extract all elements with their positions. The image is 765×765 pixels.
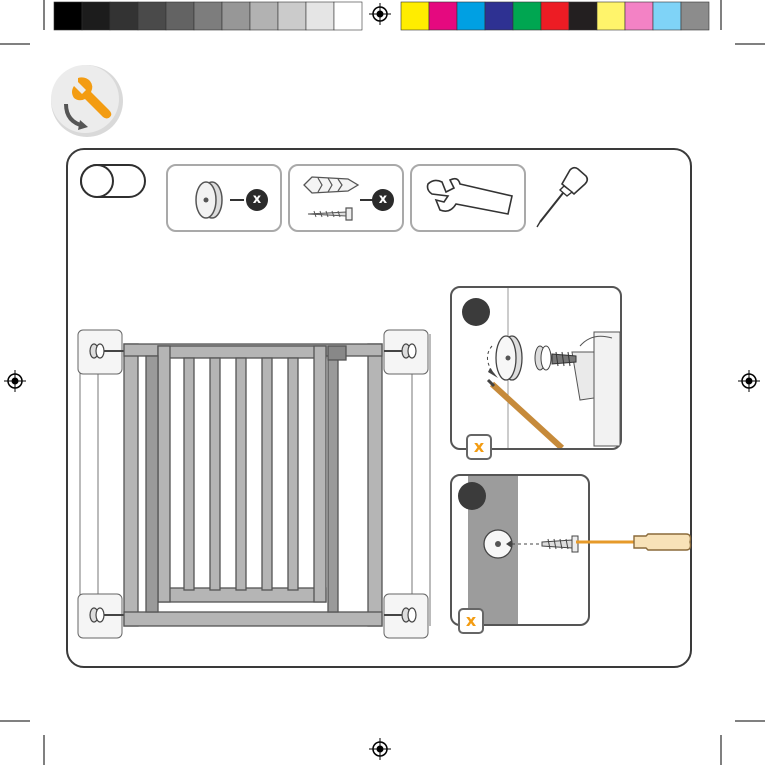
quantity-badge: x (246, 189, 268, 211)
tools-badge (48, 62, 126, 140)
screwdriver-icon (574, 528, 692, 558)
quantity-badge: x (372, 189, 394, 211)
screw-icon (306, 206, 356, 222)
step-detail-mark-hole: x (450, 286, 622, 450)
spanner-icon (424, 174, 516, 226)
note-badge: x (466, 434, 492, 460)
screwdriver-icon (534, 164, 592, 230)
step-detail-drill-screw: x (450, 474, 590, 626)
pencil-icon (488, 380, 562, 448)
note-badge: x (458, 608, 484, 634)
screw-washer-illustration (452, 476, 590, 626)
mark-wall-illustration (452, 288, 620, 448)
plug-screw-part-tile: x (288, 164, 404, 232)
safety-gate-illustration (74, 326, 436, 644)
step-indicator (80, 164, 146, 198)
washer-part-tile: x (166, 164, 282, 232)
wall-plug-icon (300, 174, 360, 196)
spanner-tool-tile (410, 164, 526, 232)
washer-icon (192, 180, 228, 220)
